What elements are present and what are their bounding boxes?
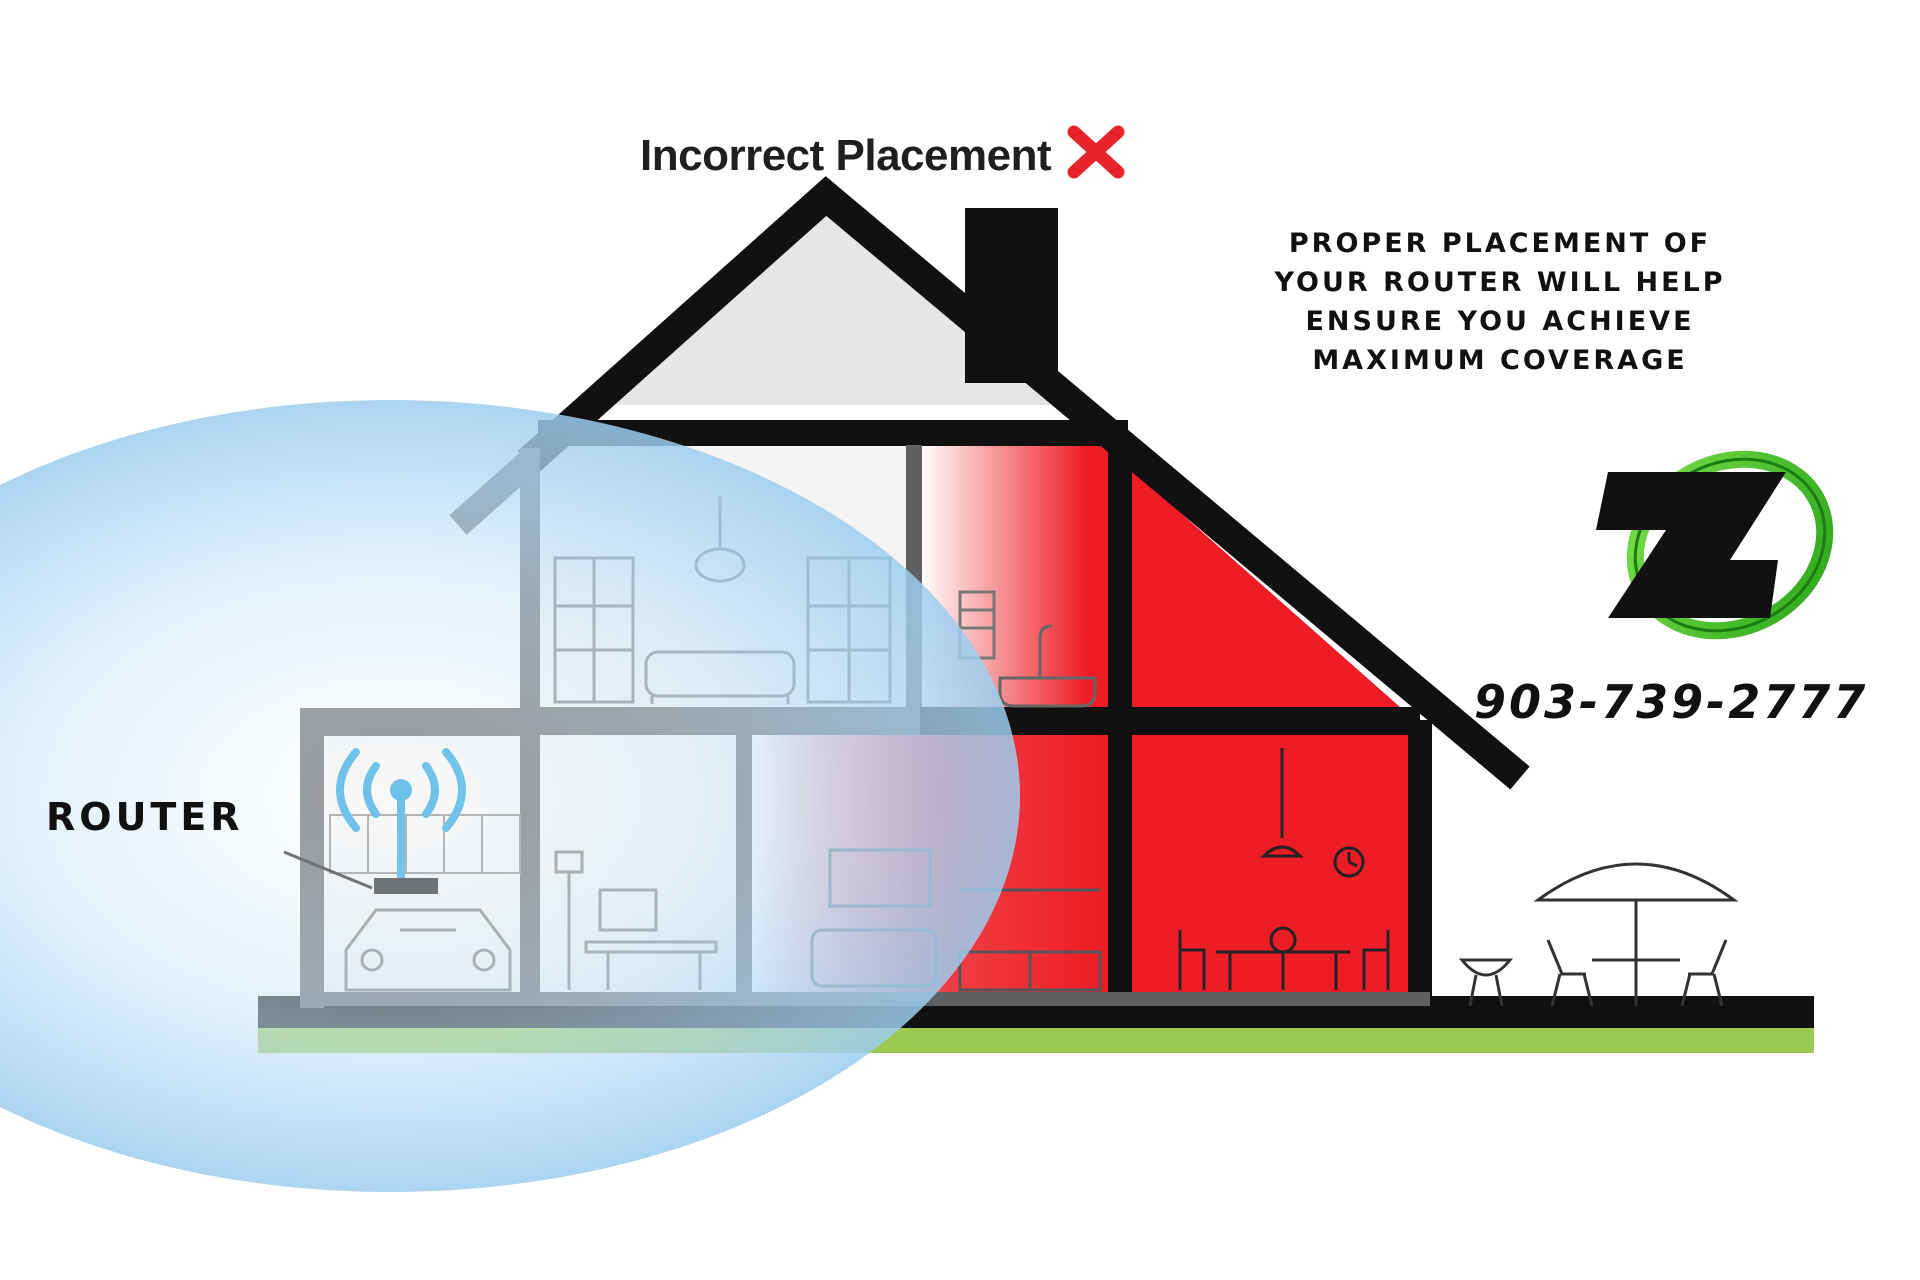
tagline-line: MAXIMUM COVERAGE bbox=[1312, 345, 1688, 376]
phone-number[interactable]: 903-739-2777 bbox=[1474, 675, 1869, 729]
red-x-icon bbox=[1067, 125, 1125, 179]
tagline-line: YOUR ROUTER WILL HELP bbox=[1274, 267, 1726, 298]
company-logo bbox=[1596, 450, 1834, 640]
right-wall bbox=[1408, 720, 1432, 1010]
chimney bbox=[965, 208, 1058, 383]
logo-z-icon bbox=[1596, 472, 1786, 618]
attic bbox=[608, 210, 1052, 405]
patio-chair-icon bbox=[1680, 939, 1728, 1007]
pendant-lamp-icon bbox=[1260, 748, 1304, 858]
tagline: PROPER PLACEMENT OF YOUR ROUTER WILL HEL… bbox=[1220, 224, 1780, 380]
dining-table-icon bbox=[1178, 926, 1390, 990]
wifi-coverage-area bbox=[0, 400, 1020, 1192]
tagline-line: PROPER PLACEMENT OF bbox=[1288, 228, 1712, 259]
wall-clock-icon bbox=[1333, 846, 1365, 878]
page-title: Incorrect Placement bbox=[640, 131, 1052, 180]
roof-outline bbox=[518, 176, 1530, 790]
router-label: ROUTER bbox=[46, 795, 244, 839]
bathtub-icon bbox=[998, 624, 1097, 708]
tagline-line: ENSURE YOU ACHIEVE bbox=[1305, 306, 1695, 337]
inner-wall-c bbox=[1108, 445, 1132, 1005]
patio-umbrella-icon bbox=[1533, 862, 1739, 1006]
grill-icon bbox=[1458, 958, 1514, 1007]
upper-right-room bbox=[1132, 445, 1400, 707]
patio-chair-icon bbox=[1546, 939, 1594, 1007]
